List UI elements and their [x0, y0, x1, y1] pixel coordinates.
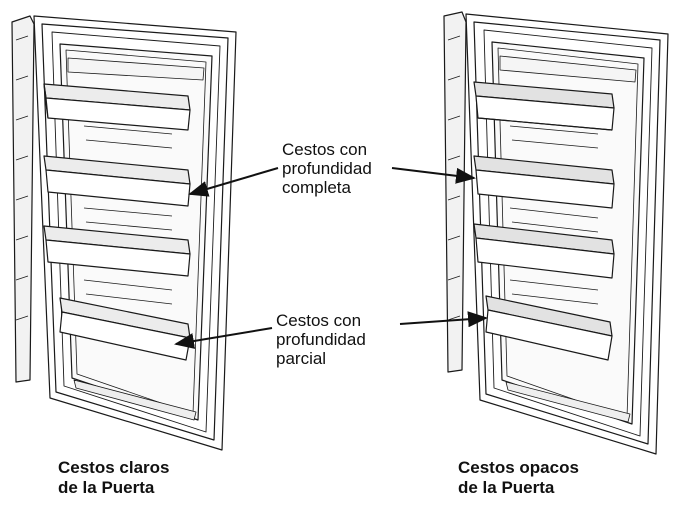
- caption-clear-bins: Cestos claros de la Puerta: [58, 458, 170, 497]
- arrow-full-depth-left: [188, 167, 279, 197]
- caption-opaque-bins: Cestos opacos de la Puerta: [458, 458, 579, 497]
- label-full-depth: Cestos con profundidad completa: [282, 140, 372, 197]
- arrow-partial-depth-left: [174, 327, 273, 349]
- label-partial-depth: Cestos con profundidad parcial: [276, 311, 366, 368]
- arrow-full-depth-right: [391, 167, 476, 184]
- right-door: [443, 11, 669, 455]
- left-door: [11, 15, 237, 451]
- arrow-partial-depth-right: [399, 311, 488, 328]
- callout-arrows: [174, 167, 488, 349]
